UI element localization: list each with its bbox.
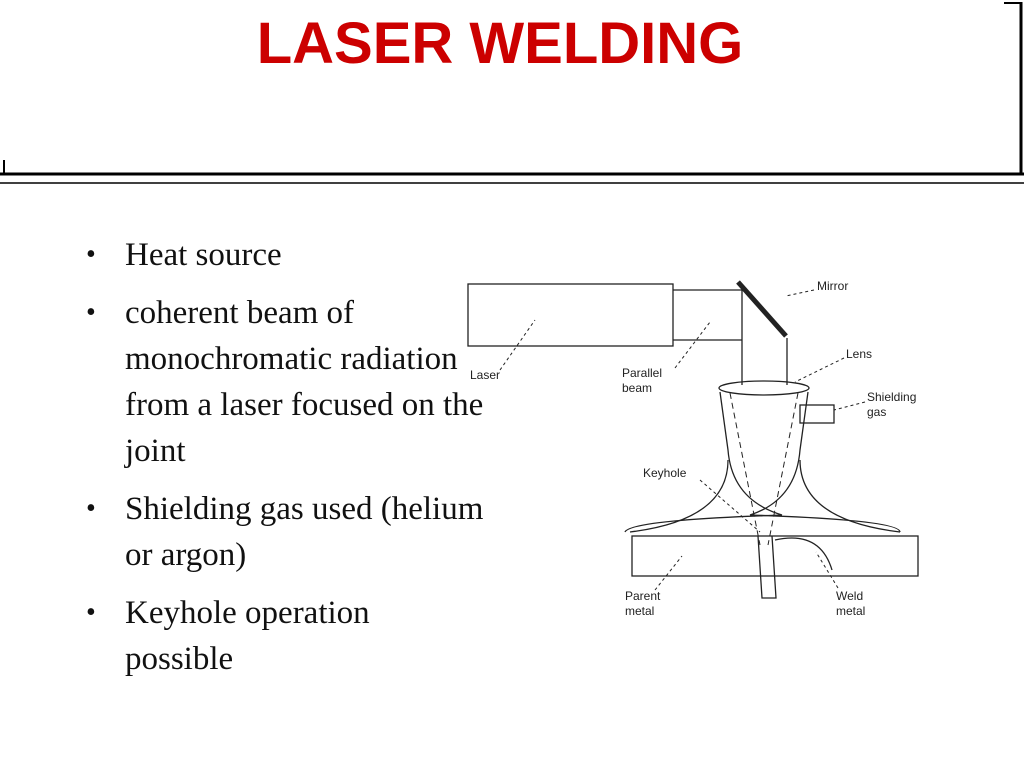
bullet-list: • Heat source • coherent beam of monochr… <box>86 232 486 694</box>
parent-metal-leader <box>654 555 683 591</box>
vertical-beam-shape <box>741 338 788 385</box>
focused-beam-shape <box>729 392 799 546</box>
label-mirror: Mirror <box>817 279 848 293</box>
label-weld-metal-2: metal <box>836 604 865 618</box>
gas-inlet-shape <box>799 404 835 424</box>
mirror-leader <box>785 289 815 297</box>
label-weld-metal-1: Weld <box>836 589 863 603</box>
parallel-beam-leader <box>674 321 711 369</box>
label-parent-metal-2: metal <box>625 604 654 618</box>
nozzle-shape <box>624 391 901 533</box>
label-parallel-beam-2: beam <box>622 381 652 395</box>
bullet-item: • Shielding gas used (helium or argon) <box>86 486 486 578</box>
title-frame-lines <box>0 2 1024 184</box>
nozzle-flare-shape <box>629 459 901 533</box>
bullet-text: Heat source <box>125 237 282 273</box>
title-frame: LASER WELDING <box>0 0 1024 190</box>
weld-metal-leader <box>815 551 839 589</box>
keyhole-shape <box>757 535 777 599</box>
bullet-text: coherent beam of monochromatic radiation… <box>125 295 484 469</box>
slide-title: LASER WELDING <box>256 11 744 76</box>
bullet-item: • Heat source <box>86 232 486 278</box>
bullet-dot: • <box>86 597 96 628</box>
label-laser: Laser <box>470 368 500 382</box>
weld-pool-shape <box>774 537 833 571</box>
label-shielding-gas-2: gas <box>867 405 886 419</box>
label-parent-metal-1: Parent <box>625 589 661 603</box>
bullet-item: • coherent beam of monochromatic radiati… <box>86 290 486 474</box>
lens-shape <box>718 380 810 396</box>
keyhole-leader <box>699 479 761 533</box>
label-keyhole: Keyhole <box>643 466 687 480</box>
label-parallel-beam-1: Parallel <box>622 366 662 380</box>
laser-body-shape <box>467 283 674 347</box>
label-shielding-gas-1: Shielding <box>867 390 916 404</box>
bullet-dot: • <box>86 493 96 524</box>
bullet-text: Shielding gas used (helium or argon) <box>125 491 484 573</box>
workpiece-shape <box>631 535 919 577</box>
bullet-item: • Keyhole operation possible <box>86 590 486 682</box>
label-lens: Lens <box>846 347 872 361</box>
laser-leader <box>499 319 536 371</box>
bullet-text: Keyhole operation possible <box>125 595 370 677</box>
laser-welding-diagram: Mirror Lens Shielding gas Laser Parallel… <box>467 279 919 618</box>
beam-tube-shape <box>673 289 743 341</box>
lens-leader <box>794 357 845 383</box>
gas-leader <box>833 401 866 411</box>
bullet-dot: • <box>86 239 96 270</box>
mirror-shape <box>736 280 788 338</box>
bullet-dot: • <box>86 297 96 328</box>
